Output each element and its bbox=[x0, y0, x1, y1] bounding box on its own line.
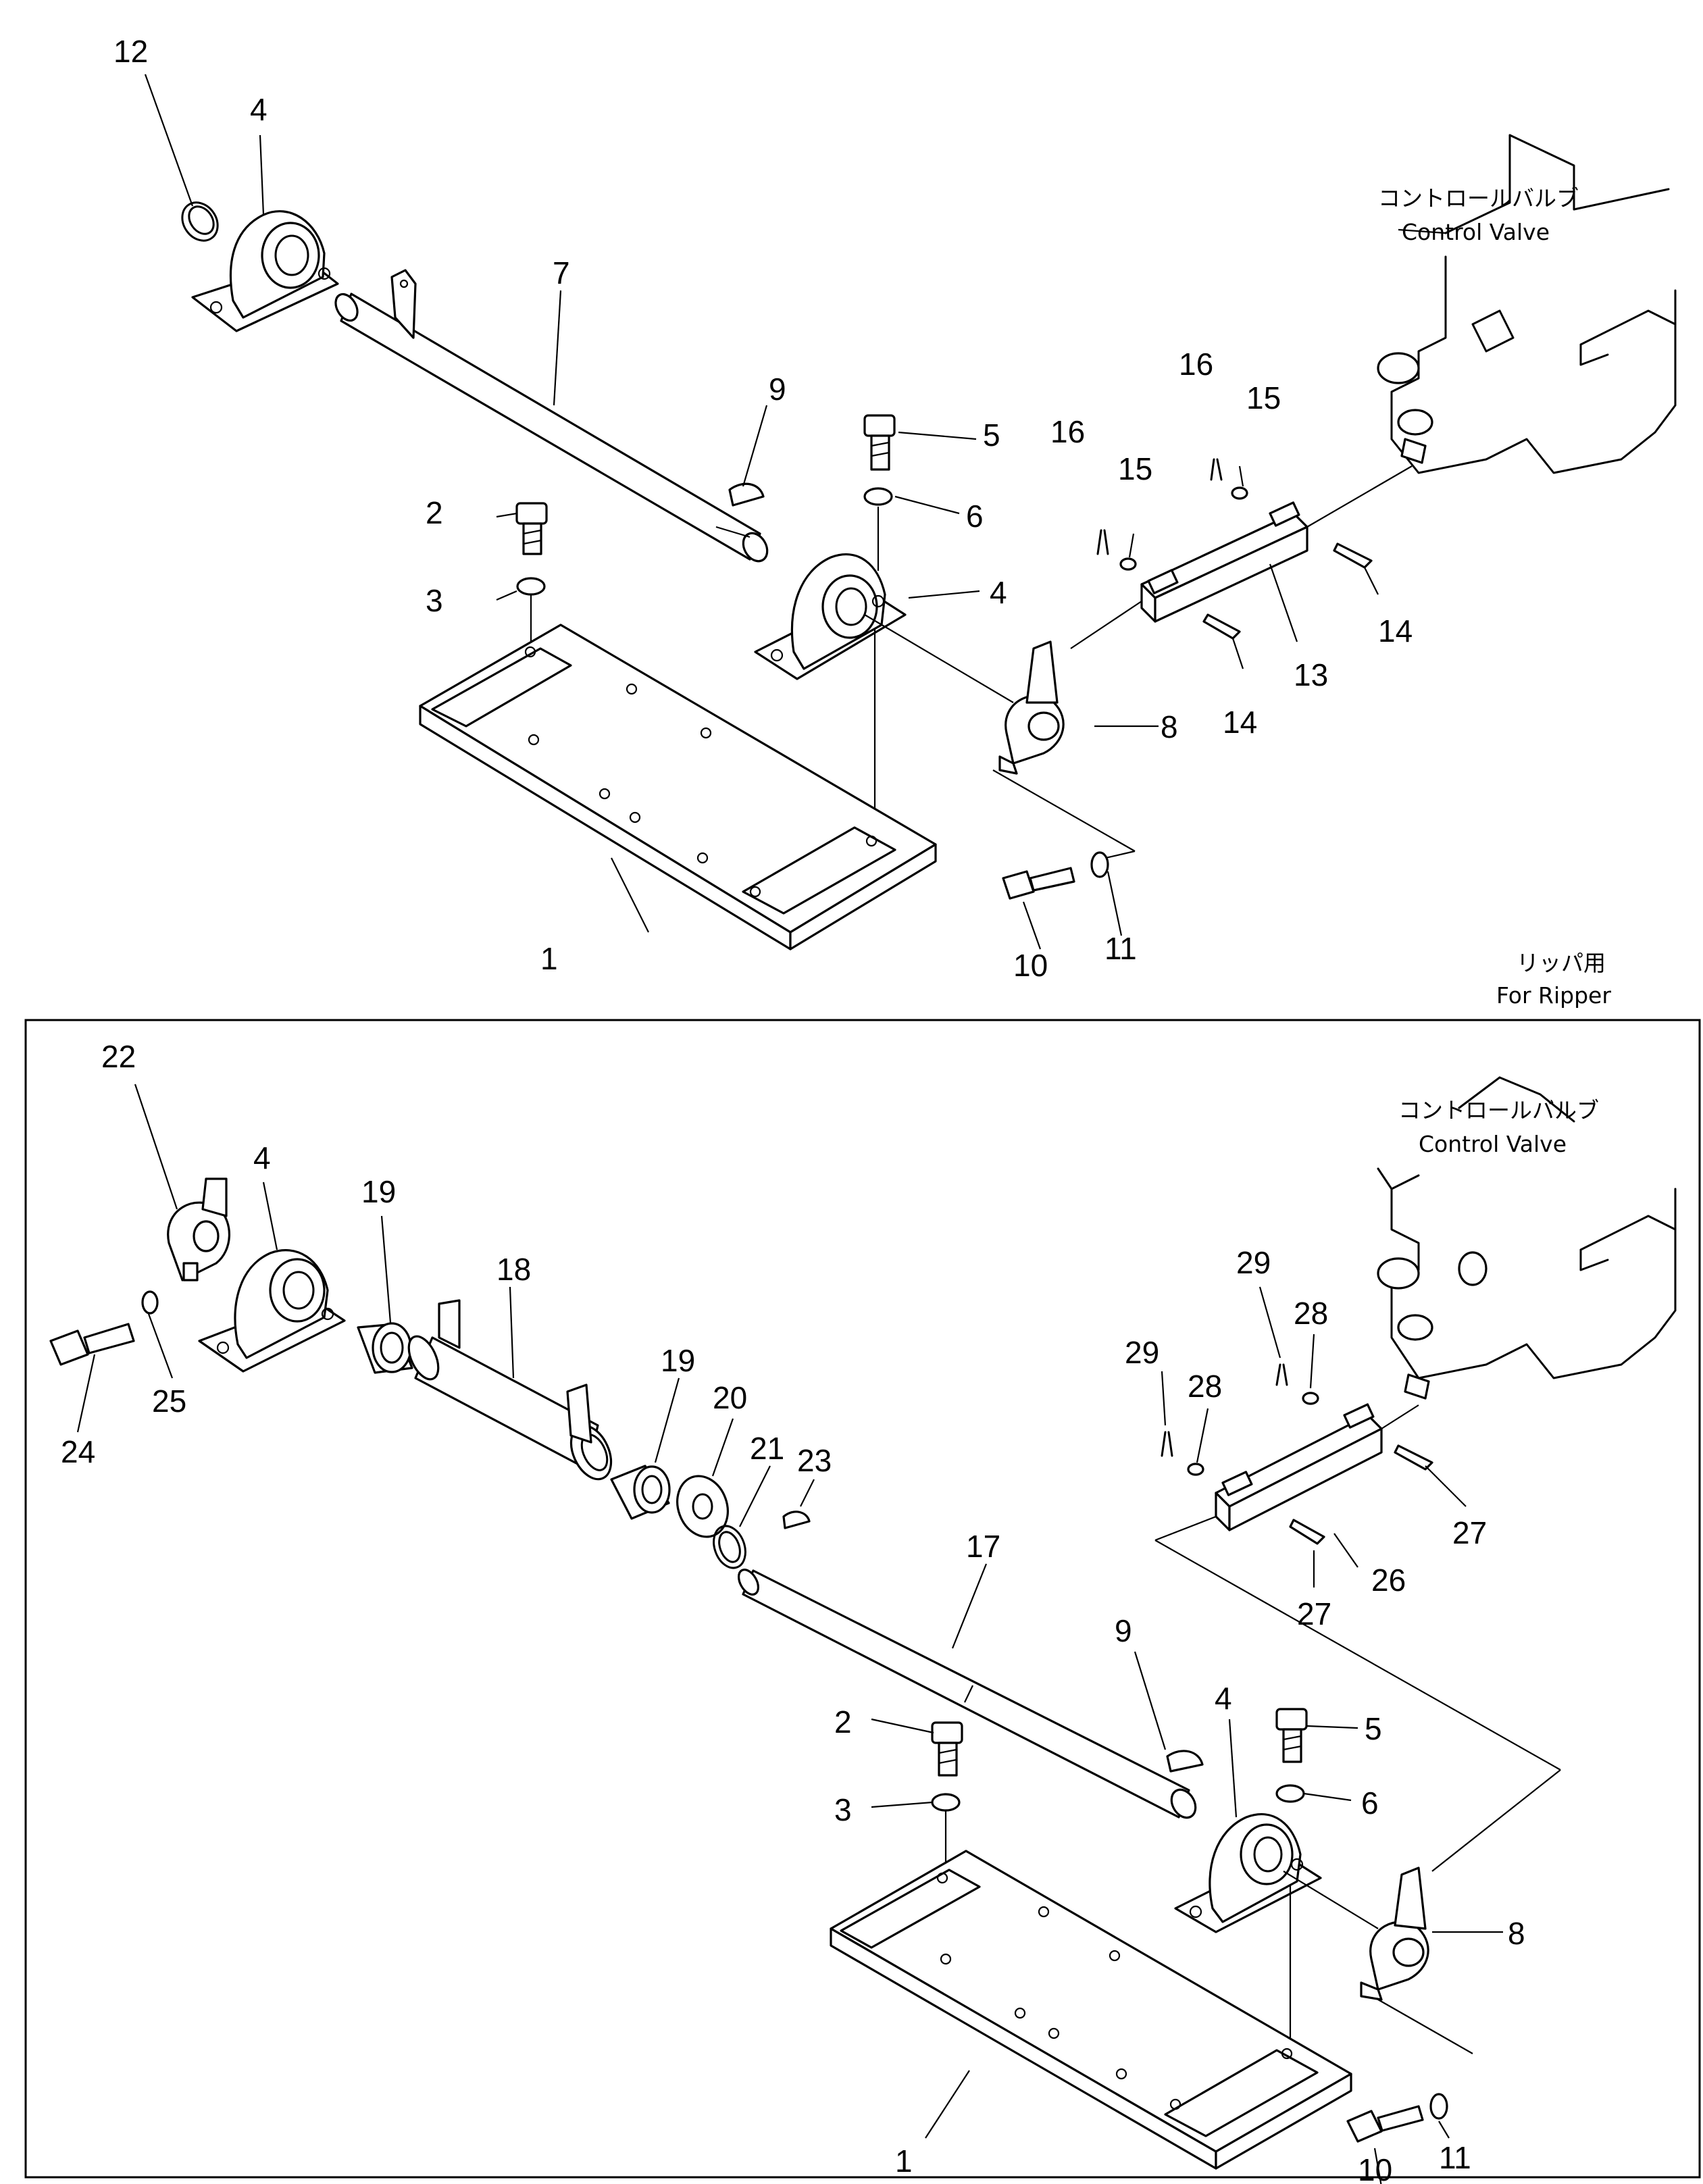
bottom-control-valve bbox=[1377, 1076, 1677, 1400]
bottom-bushing-19-right bbox=[610, 1465, 671, 1520]
bottom-control-valve-en: Control Valve bbox=[1419, 1131, 1567, 1157]
top-control-valve-jp: コントロールバルブ bbox=[1378, 185, 1579, 211]
top-callouts: 12 4 7 9 5 6 2 3 4 16 15 16 15 14 13 14 … bbox=[113, 34, 1579, 983]
top-control-valve-en: Control Valve bbox=[1402, 219, 1550, 245]
callout-1: 1 bbox=[540, 941, 558, 976]
callout-15-left: 15 bbox=[1118, 451, 1152, 486]
bottom-lever bbox=[1283, 1866, 1429, 2001]
top-bolt-5 bbox=[863, 414, 896, 506]
callout-13: 13 bbox=[1294, 657, 1328, 692]
bottom-bushing-19-left bbox=[357, 1322, 413, 1374]
callout-11-bottom: 11 bbox=[1439, 2140, 1471, 2175]
top-link-rod bbox=[992, 458, 1413, 863]
bottom-assembly bbox=[49, 1076, 1677, 2170]
callout-9-bottom: 9 bbox=[1115, 1613, 1132, 1648]
bottom-control-valve-jp: コントロールバルブ bbox=[1398, 1097, 1599, 1123]
callout-29-right: 29 bbox=[1236, 1245, 1271, 1280]
bottom-snap-ring-21 bbox=[713, 1525, 746, 1569]
top-bearing-left bbox=[191, 210, 339, 332]
for-ripper-heading-jp: リッパ用 bbox=[1517, 950, 1606, 976]
bottom-link-rod bbox=[1154, 1363, 1561, 1872]
bottom-bearing-left bbox=[198, 1249, 346, 1373]
callout-4-right: 4 bbox=[990, 575, 1007, 610]
bottom-clamp-22 bbox=[167, 1177, 231, 1281]
callout-19-right: 19 bbox=[661, 1343, 695, 1378]
bottom-washer-20 bbox=[676, 1475, 729, 1538]
bottom-base-plate bbox=[830, 1850, 1352, 2170]
callout-28-left: 28 bbox=[1188, 1369, 1222, 1404]
top-key bbox=[728, 482, 765, 507]
top-assembly bbox=[181, 134, 1677, 950]
callout-1-bottom: 1 bbox=[895, 2143, 913, 2179]
top-snap-ring bbox=[181, 201, 219, 242]
top-bolt-10 bbox=[1002, 851, 1109, 900]
callout-18: 18 bbox=[497, 1252, 531, 1287]
bottom-bolt-24 bbox=[49, 1290, 159, 1366]
callout-4-bottom-right: 4 bbox=[1215, 1681, 1232, 1716]
callout-16-left: 16 bbox=[1050, 414, 1085, 449]
callout-28-right: 28 bbox=[1294, 1296, 1328, 1331]
callout-4-left: 4 bbox=[253, 1140, 271, 1175]
callout-29-left: 29 bbox=[1125, 1335, 1159, 1370]
callout-9: 9 bbox=[769, 372, 786, 407]
callout-27-right: 27 bbox=[1452, 1515, 1487, 1550]
callout-15-right: 15 bbox=[1246, 380, 1281, 415]
callout-23: 23 bbox=[797, 1443, 832, 1478]
callout-14-bottom: 14 bbox=[1223, 705, 1257, 740]
top-shaft bbox=[334, 269, 769, 563]
callout-19-left: 19 bbox=[361, 1174, 396, 1209]
callout-6-bottom: 6 bbox=[1361, 1785, 1379, 1821]
callout-20: 20 bbox=[713, 1380, 747, 1415]
top-lever bbox=[864, 614, 1065, 775]
callout-12: 12 bbox=[113, 34, 148, 69]
bottom-key-9 bbox=[1166, 1750, 1204, 1773]
callout-10-bottom: 10 bbox=[1358, 2152, 1392, 2184]
callout-4: 4 bbox=[250, 92, 268, 127]
callout-11: 11 bbox=[1104, 931, 1137, 966]
top-control-valve bbox=[1377, 134, 1677, 474]
bottom-shaft-17 bbox=[737, 1569, 1197, 1819]
callout-5: 5 bbox=[983, 417, 1000, 453]
callout-17: 17 bbox=[966, 1529, 1000, 1564]
callout-26: 26 bbox=[1371, 1563, 1406, 1598]
bottom-bolt-5 bbox=[1275, 1708, 1308, 1803]
callout-24: 24 bbox=[61, 1434, 95, 1469]
bottom-bolt-10 bbox=[1346, 1999, 1473, 2143]
callout-14-right: 14 bbox=[1378, 613, 1413, 649]
callout-8: 8 bbox=[1161, 709, 1178, 744]
bottom-sleeve-18 bbox=[407, 1299, 613, 1481]
callout-10: 10 bbox=[1013, 948, 1048, 983]
callout-21: 21 bbox=[750, 1431, 784, 1466]
callout-2: 2 bbox=[426, 495, 443, 530]
top-base-plate bbox=[419, 624, 937, 950]
callout-8-bottom: 8 bbox=[1508, 1916, 1525, 1951]
callout-27-bottom: 27 bbox=[1297, 1596, 1331, 1631]
top-bearing-right bbox=[754, 507, 907, 834]
for-ripper-heading-en: For Ripper bbox=[1496, 982, 1611, 1009]
callout-16-right: 16 bbox=[1179, 347, 1213, 382]
callout-5-bottom: 5 bbox=[1365, 1711, 1382, 1746]
callout-22: 22 bbox=[101, 1039, 136, 1074]
bottom-key-23 bbox=[782, 1510, 811, 1529]
callout-25: 25 bbox=[152, 1383, 186, 1419]
callout-2-bottom: 2 bbox=[834, 1704, 852, 1739]
callout-6: 6 bbox=[966, 499, 984, 534]
for-ripper-frame bbox=[24, 1019, 1701, 2179]
callout-7: 7 bbox=[553, 255, 570, 290]
callout-3-bottom: 3 bbox=[834, 1792, 852, 1827]
callout-3: 3 bbox=[426, 583, 443, 618]
bottom-callouts: 22 4 19 18 24 25 19 20 21 23 17 29 28 29… bbox=[61, 950, 1611, 2184]
